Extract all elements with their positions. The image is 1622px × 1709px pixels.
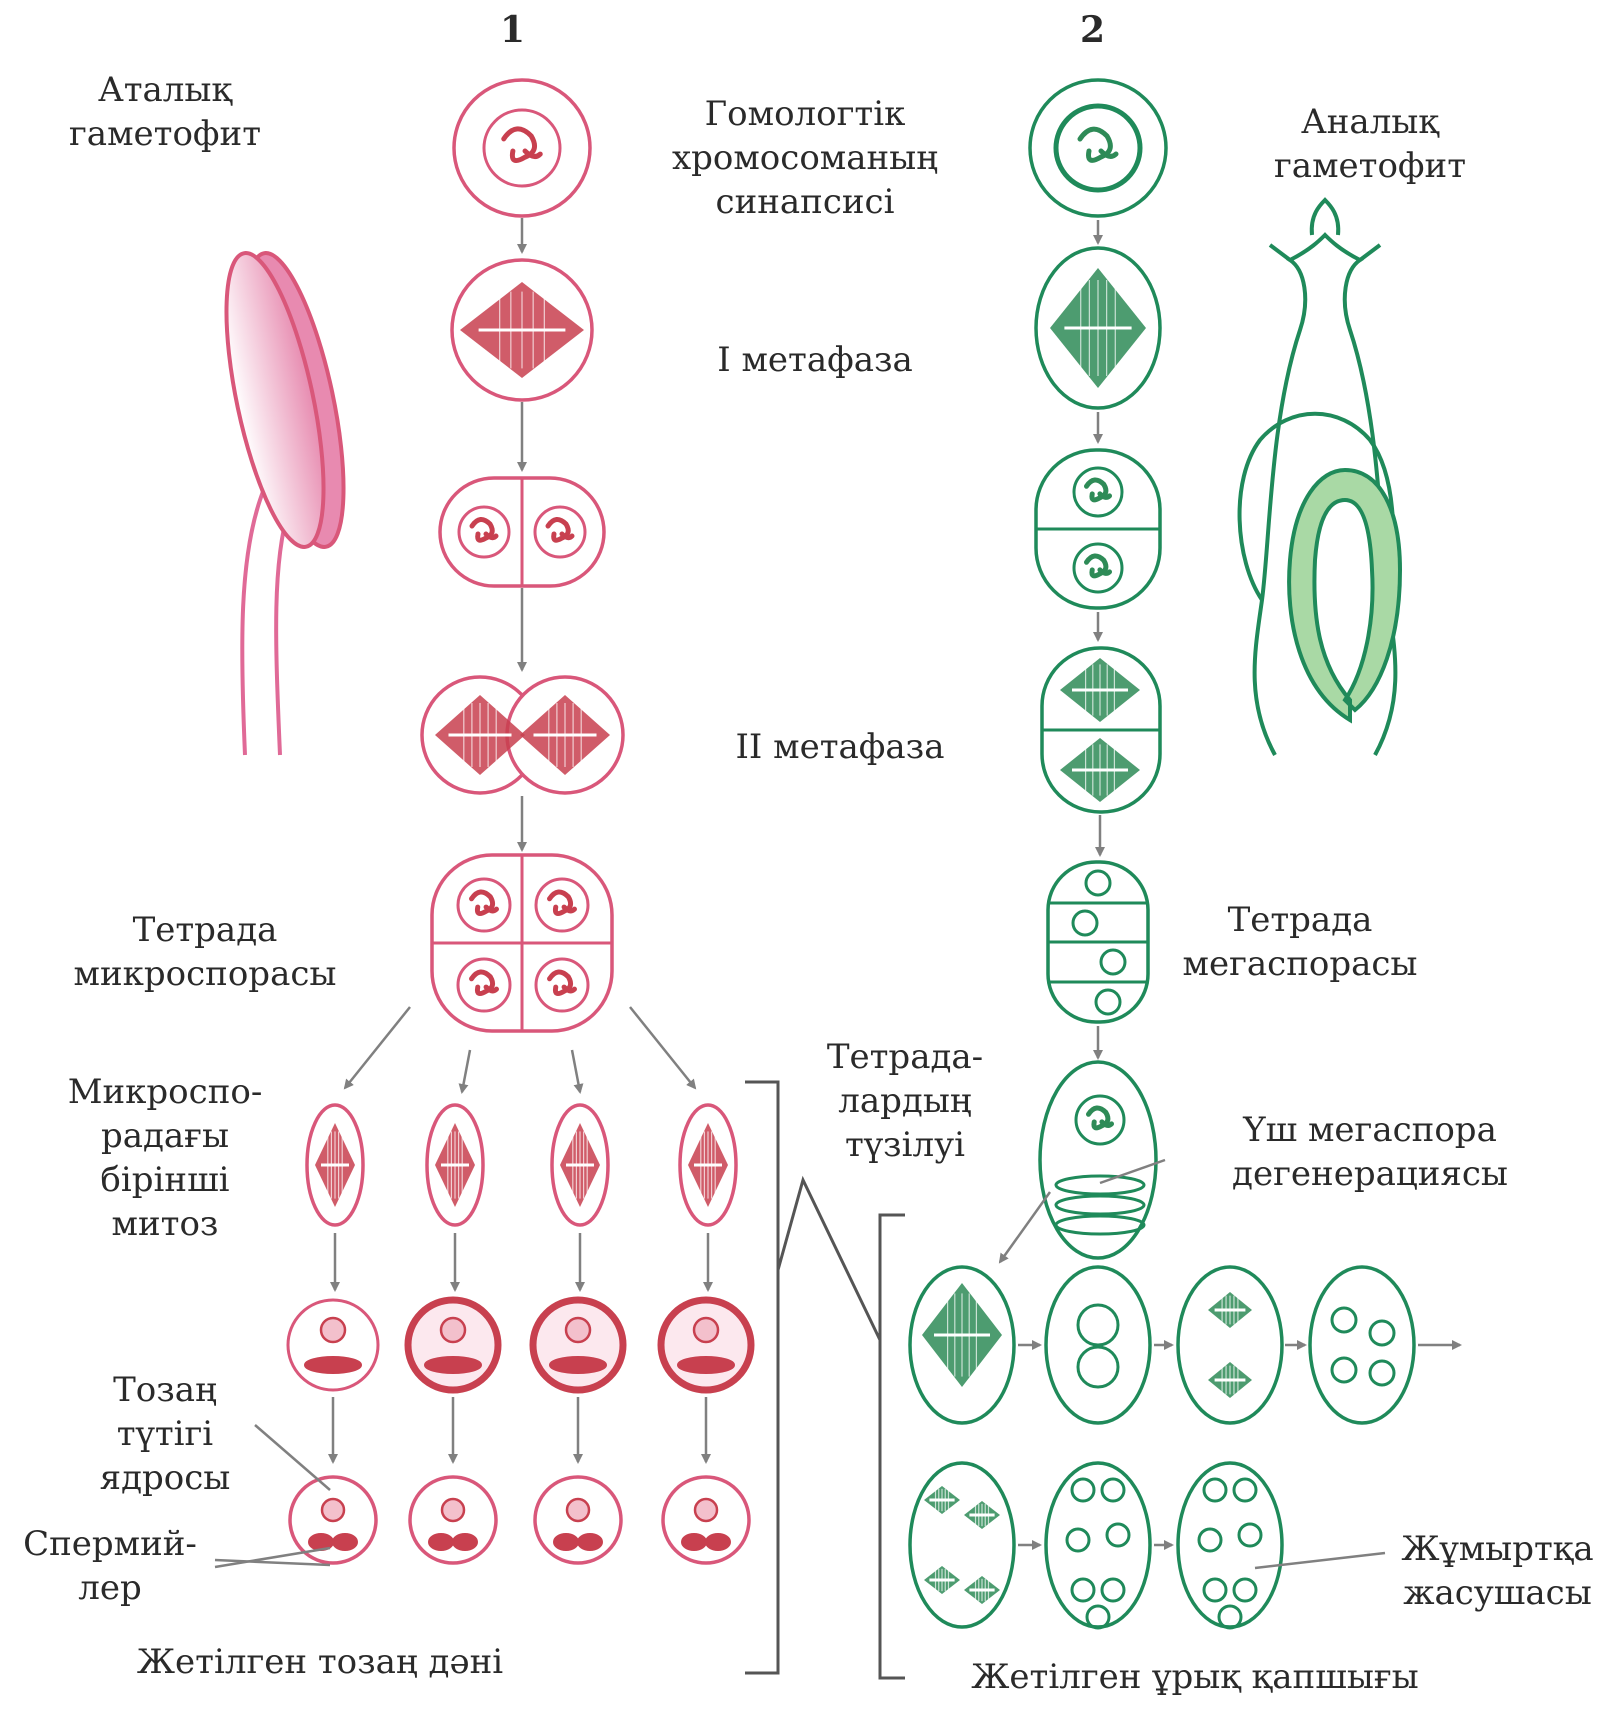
label-sperm-line1: Спермий- xyxy=(10,1522,210,1566)
label-tube-nucleus-line2: түтігі xyxy=(70,1412,260,1456)
label-tetrad-formation-line2: лардың xyxy=(805,1079,1005,1123)
brackets xyxy=(745,1082,905,1678)
male-tetrad-cell xyxy=(432,855,612,1031)
female-metaphase1-cell xyxy=(1036,248,1160,408)
label-sperm: Спермий- лер xyxy=(10,1522,210,1610)
label-synapsis: Гомологтік хромосоманың синапсисі xyxy=(655,92,955,224)
stamen-illustration xyxy=(207,245,364,755)
male-metaphase1-cell xyxy=(452,260,592,400)
label-synapsis-line2: хромосоманың xyxy=(655,136,955,180)
male-dyad-cell xyxy=(440,478,604,586)
label-tetrad-formation: Тетрада- лардың түзілуі xyxy=(805,1035,1005,1167)
label-egg-cell-line2: жасушасы xyxy=(1385,1571,1610,1615)
label-female-gametophyte: Аналық гаметофит xyxy=(1265,100,1475,188)
male-meiosis-sequence xyxy=(288,80,751,1563)
female-meiosis-sequence xyxy=(910,80,1414,1628)
label-female-gametophyte-line1: Аналық xyxy=(1265,100,1475,144)
label-sperm-line2: лер xyxy=(10,1566,210,1610)
female-tetrad-cell xyxy=(1048,862,1148,1022)
ovule-illustration xyxy=(1240,200,1400,755)
arrow-male-5b xyxy=(462,1050,470,1092)
label-female-gametophyte-line2: гаметофит xyxy=(1265,144,1475,188)
microspore-mitosis-cell xyxy=(680,1105,736,1225)
label-tetrad-formation-line3: түзілуі xyxy=(805,1123,1005,1167)
embryo-sac-stage xyxy=(1178,1267,1282,1423)
young-pollen-grain xyxy=(288,1300,378,1390)
label-first-mitosis-line1: Микроспо- xyxy=(55,1070,275,1114)
label-male-gametophyte: Аталық гаметофит xyxy=(60,68,270,156)
male-metaphase2-cell xyxy=(422,677,623,793)
mature-pollen-grain xyxy=(290,1477,376,1563)
label-tube-nucleus: Тозаң түтігі ядросы xyxy=(70,1368,260,1500)
column-label-female: 2 xyxy=(1080,8,1105,52)
young-pollen-grain xyxy=(408,1300,498,1390)
label-first-mitosis-line3: бірінші xyxy=(55,1158,275,1202)
microspore-mitosis-cell xyxy=(307,1105,363,1225)
label-microspore-tetrad: Тетрада микроспорасы xyxy=(55,908,355,996)
female-metaphase2-cell xyxy=(1042,648,1160,812)
label-three-megaspores-line2: дегенерациясы xyxy=(1220,1152,1520,1196)
label-three-megaspores: Үш мегаспора дегенерациясы xyxy=(1220,1108,1520,1196)
mature-pollen-grain xyxy=(410,1477,496,1563)
young-pollen-grain xyxy=(661,1300,751,1390)
female-dyad-cell xyxy=(1036,450,1160,608)
embryo-sac-stage xyxy=(1046,1267,1150,1423)
label-first-mitosis-line4: митоз xyxy=(55,1202,275,1246)
label-three-megaspores-line1: Үш мегаспора xyxy=(1220,1108,1520,1152)
label-tube-nucleus-line3: ядросы xyxy=(70,1456,260,1500)
label-egg-cell-line1: Жұмыртқа xyxy=(1385,1527,1610,1571)
embryo-sac-mature-stage xyxy=(1178,1463,1282,1628)
label-megaspore-tetrad: Тетрада мегаспорасы xyxy=(1170,898,1430,986)
arrow-female-6 xyxy=(1000,1192,1050,1262)
label-mature-embryo-sac: Жетілген ұрық қапшығы xyxy=(935,1655,1455,1699)
label-egg-cell: Жұмыртқа жасушасы xyxy=(1385,1527,1610,1615)
label-metaphase-2: II метафаза xyxy=(720,725,960,769)
mature-pollen-grain xyxy=(535,1477,621,1563)
arrow-male-5a xyxy=(345,1007,410,1088)
label-tube-nucleus-line1: Тозаң xyxy=(70,1368,260,1412)
mature-pollen-grain xyxy=(663,1477,749,1563)
label-megaspore-tetrad-line2: мегаспорасы xyxy=(1170,942,1430,986)
label-metaphase-1: I метафаза xyxy=(705,338,925,382)
label-first-mitosis-line2: радағы xyxy=(55,1114,275,1158)
embryo-sac-mature-stage xyxy=(1046,1463,1150,1628)
label-synapsis-line1: Гомологтік xyxy=(655,92,955,136)
microspore-mitosis-cell xyxy=(427,1105,483,1225)
label-mature-pollen: Жетілген тозаң дәні xyxy=(120,1640,520,1684)
label-male-gametophyte-line1: Аталық xyxy=(60,68,270,112)
label-microspore-tetrad-line1: Тетрада xyxy=(55,908,355,952)
label-male-gametophyte-line2: гаметофит xyxy=(60,112,270,156)
column-label-male: 1 xyxy=(500,8,525,52)
embryo-sac-stage xyxy=(910,1267,1014,1423)
female-synapsis-cell xyxy=(1030,80,1166,216)
young-pollen-grain xyxy=(533,1300,623,1390)
label-tetrad-formation-line1: Тетрада- xyxy=(805,1035,1005,1079)
arrow-male-5c xyxy=(572,1050,580,1092)
label-synapsis-line3: синапсисі xyxy=(655,180,955,224)
label-microspore-tetrad-line2: микроспорасы xyxy=(55,952,355,996)
male-synapsis-cell xyxy=(454,80,590,216)
label-first-mitosis: Микроспо- радағы бірінші митоз xyxy=(55,1070,275,1246)
label-megaspore-tetrad-line1: Тетрада xyxy=(1170,898,1430,942)
microspore-mitosis-cell xyxy=(552,1105,608,1225)
arrow-male-5d xyxy=(630,1007,695,1088)
embryo-sac-stage xyxy=(1310,1267,1414,1423)
female-functional-megaspore xyxy=(1040,1062,1156,1258)
embryo-sac-mature-stage xyxy=(910,1463,1014,1627)
